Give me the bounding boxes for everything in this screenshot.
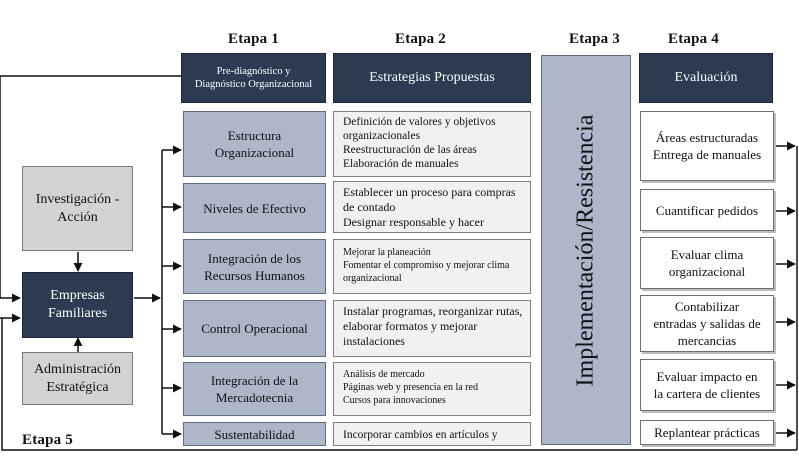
estrategias-header: Estrategias Propuestas (333, 53, 531, 103)
feedback-loop-top (0, 75, 181, 303)
area-5-line-2: Mercadotecnia (215, 390, 294, 405)
investigacion-line-2: Acción (57, 209, 98, 225)
eval-2-line-1: Cuantificar pedidos (655, 202, 759, 218)
area-control-operacional: Control Operacional (183, 300, 326, 357)
area-3-line-1: Integración de los (207, 250, 302, 266)
strategy-4-line-1: Instalar programas, reorganizar rutas, (343, 304, 523, 318)
strategy-3-line-3: organizacional (343, 273, 402, 284)
strategies-niveles-efectivo: Establecer un proceso para compras de co… (333, 181, 531, 233)
stage-3-label: Etapa 3 (569, 31, 620, 47)
strategies-estructura: Definición de valores y objetivos organi… (333, 111, 531, 177)
eval-1-line-2: Entrega de manuales (652, 147, 762, 162)
eval-3-line-1: Evaluar clima (670, 247, 744, 262)
investigacion-accion-box: Investigación - Acción (22, 166, 133, 251)
stage-4-label: Etapa 4 (668, 31, 719, 47)
eval-sustentabilidad: Replantear prácticas (640, 420, 774, 445)
strategy-4-line-3: instalaciones (343, 334, 405, 348)
prediagnostico-line-2: Diagnóstico Organizacional (194, 79, 313, 90)
stage-2-label: Etapa 2 (395, 31, 446, 47)
prediagnostico-header: Pre-diagnóstico y Diagnóstico Organizaci… (181, 53, 326, 103)
strategy-5-line-2: Páginas web y presencia en la red (343, 382, 478, 393)
eval-mercadotecnia: Evaluar impacto en la cartera de cliente… (640, 359, 774, 411)
stage-1-label: Etapa 1 (228, 31, 279, 47)
area-niveles-efectivo: Niveles de Efectivo (183, 183, 326, 233)
area-5-line-1: Integración de la (210, 373, 299, 388)
implementacion-resistencia-label: Implementación/Resistencia (572, 114, 599, 386)
eval-estructura: Áreas estructuradas Entrega de manuales (640, 111, 774, 181)
eval-5-line-1: Evaluar impacto en (656, 369, 758, 384)
eval-3-line-2: organizacional (668, 264, 746, 279)
strategy-1-line-1: Definición de valores y objetivos (343, 116, 496, 128)
strategy-3-line-2: Fomentar el compromiso y mejorar clima (343, 260, 510, 271)
eval-4-line-3: mercancias (677, 333, 737, 348)
administracion-line-2: Estratégica (46, 379, 109, 395)
area-3-line-2: Recursos Humanos (204, 267, 305, 283)
empresas-familiares-box: Empresas Familiares (22, 272, 133, 338)
eval-6-line-1: Replantear prácticas (654, 425, 760, 440)
eval-1-line-1: Áreas estructuradas (655, 130, 759, 145)
area-sustentabilidad: Sustentabilidad (183, 422, 326, 446)
stage-5-label: Etapa 5 (22, 432, 73, 448)
strategies-mercadotecnia: Análisis de mercado Páginas web y presen… (333, 362, 531, 416)
area-estructura-organizacional: Estructura Organizacional (183, 111, 326, 177)
strategies-recursos-humanos: Mejorar la planeación Fomentar el compro… (333, 239, 531, 294)
area-6-line-1: Sustentabilidad (214, 426, 295, 442)
area-integracion-recursos-humanos: Integración de los Recursos Humanos (183, 239, 326, 294)
eval-control-operacional: Contabilizar entradas y salidas de merca… (640, 295, 774, 352)
strategy-3-line-1: Mejorar la planeación (343, 247, 431, 258)
eval-niveles-efectivo: Cuantificar pedidos (640, 189, 774, 231)
eval-5-line-2: la cartera de clientes (653, 386, 761, 401)
area-4-line-1: Control Operacional (201, 321, 308, 336)
strategy-5-line-3: Cursos para innovaciones (343, 395, 446, 406)
strategy-4-line-2: elaborar formatos y mejorar (343, 319, 478, 333)
eval-4-line-2: entradas y salidas de (653, 316, 761, 331)
implementacion-resistencia-box: Implementación/Resistencia (541, 55, 631, 445)
strategy-1-line-4: Elaboración de manuales (343, 158, 459, 170)
empresas-line-2: Familiares (47, 306, 108, 321)
strategy-6-line-1: Incorporar cambios en artículos y (343, 429, 498, 441)
empresas-line-1: Empresas (50, 288, 105, 303)
feedback-loop-bottom (1, 318, 797, 451)
eval-recursos-humanos: Evaluar clima organizacional (640, 237, 774, 289)
investigacion-line-1: Investigación - (35, 191, 120, 207)
area-integracion-mercadotecnia: Integración de la Mercadotecnia (183, 362, 326, 416)
prediagnostico-line-1: Pre-diagnóstico y (216, 66, 291, 77)
strategy-2-line-3: Designar responsable y hacer (343, 215, 484, 229)
strategies-control-operacional: Instalar programas, reorganizar rutas, e… (333, 300, 531, 357)
eval-4-line-1: Contabilizar (674, 299, 740, 314)
strategy-1-line-3: Reestructuración de las áreas (343, 144, 477, 156)
area-1-line-1: Estructura (227, 128, 282, 143)
strategies-sustentabilidad: Incorporar cambios en artículos y (333, 422, 531, 446)
administracion-line-1: Administración (33, 361, 122, 377)
area-2-line-1: Niveles de Efectivo (203, 200, 306, 216)
area-1-line-2: Organizacional (214, 145, 295, 160)
strategy-2-line-2: de contado (343, 200, 396, 214)
strategy-1-line-2: organizacionales (343, 130, 421, 142)
administracion-estrategica-box: Administración Estratégica (22, 352, 133, 405)
evaluacion-header: Evaluación (639, 53, 773, 103)
strategy-5-line-1: Análisis de mercado (343, 369, 425, 380)
strategy-2-line-1: Establecer un proceso para compras (343, 185, 516, 199)
